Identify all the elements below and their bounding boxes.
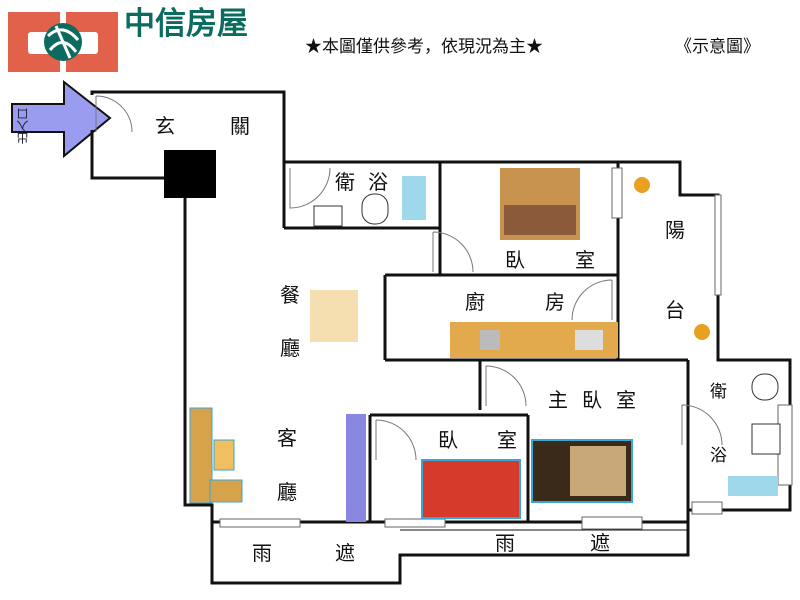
room-label-foyer-2: 關: [230, 114, 250, 138]
room-label-master: 主臥室: [548, 388, 650, 412]
plant-icon: [694, 324, 710, 340]
room-label-balcony-2: 台: [665, 298, 685, 322]
room-label-bedroom2-2: 室: [497, 428, 517, 452]
shower2-icon: [728, 476, 778, 496]
dining-table-icon: [310, 290, 358, 342]
room-label-awning2-2: 遮: [590, 531, 610, 555]
sofa-icon: [189, 407, 213, 504]
room-label-awning2-1: 雨: [495, 531, 515, 555]
room-label-living-2: 廳: [277, 480, 297, 504]
entrance-label: 出入口: [16, 108, 30, 144]
diagram-tag: 《示意圖》: [675, 37, 760, 57]
shower-icon: [402, 176, 426, 220]
room-label-bedroom1-2: 室: [575, 248, 595, 272]
disclaimer-note: ★本圖僅供參考，依現況為主★: [305, 37, 543, 57]
room-label-awning1-2: 遮: [335, 541, 355, 565]
bed2-icon: [421, 459, 521, 519]
room-label-foyer-1: 玄: [155, 114, 175, 138]
toilet-icon: [361, 193, 389, 225]
room-label-bath2-2: 浴: [710, 446, 727, 466]
entrance-arrow-icon: [11, 79, 112, 159]
room-label-bedroom1-1: 臥: [505, 248, 525, 272]
room-label-dining-2: 廳: [280, 336, 300, 360]
room-label-bath1-1: 衛: [335, 170, 355, 194]
room-label-kitchen-1: 廚: [465, 290, 485, 314]
sink-icon: [313, 205, 343, 227]
brand-logo: [8, 12, 118, 72]
room-label-kitchen-2: 房: [545, 290, 565, 314]
room-label-bath2-1: 衛: [710, 382, 727, 402]
tv-cabinet-icon: [346, 414, 366, 522]
column-block: [164, 150, 216, 198]
room-label-awning1-1: 雨: [252, 541, 272, 565]
room-label-bedroom2-1: 臥: [438, 428, 458, 452]
room-label-dining-1: 餐: [280, 283, 300, 307]
brand-name: 中信房屋: [124, 6, 248, 42]
sink2-icon: [751, 423, 781, 455]
logo-icon: [8, 12, 118, 72]
toilet2-icon: [751, 373, 779, 401]
room-label-balcony-1: 陽: [665, 218, 685, 242]
room-label-bath1-2: 浴: [368, 170, 388, 194]
plant-icon: [634, 177, 650, 193]
room-label-living-1: 客: [277, 426, 297, 450]
